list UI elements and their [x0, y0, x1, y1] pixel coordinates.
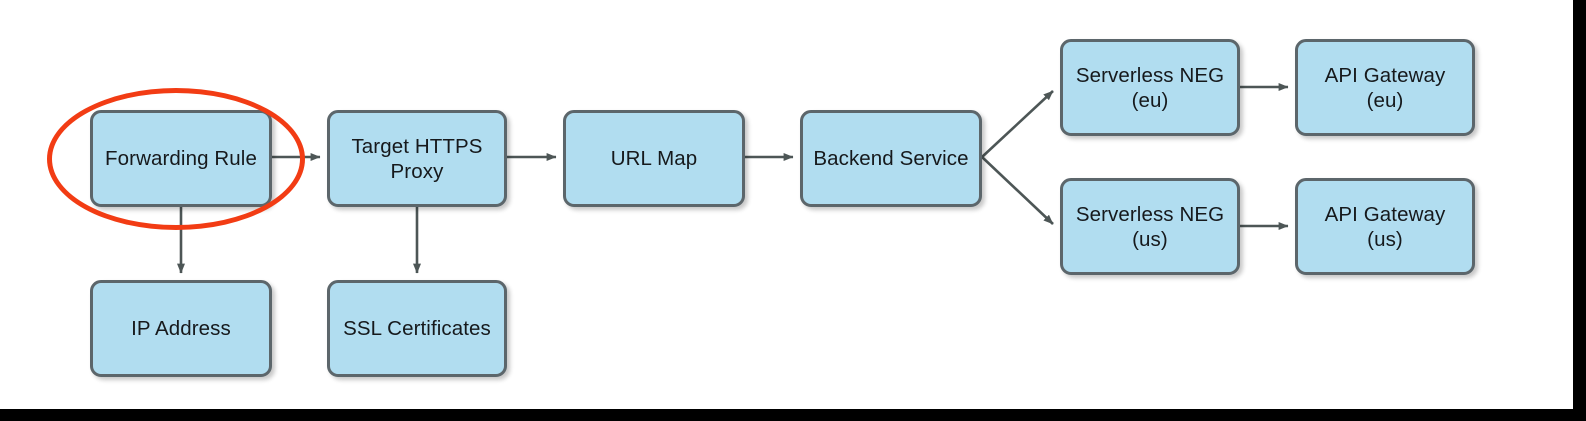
node-target-https-proxy[interactable]: Target HTTPS Proxy: [327, 110, 507, 207]
node-ssl-certificates[interactable]: SSL Certificates: [327, 280, 507, 377]
node-url-map[interactable]: URL Map: [563, 110, 745, 207]
frame-border-bottom: [0, 409, 1586, 421]
node-api-gateway-eu[interactable]: API Gateway (eu): [1295, 39, 1475, 136]
node-backend-service[interactable]: Backend Service: [800, 110, 982, 207]
node-api-gateway-us[interactable]: API Gateway (us): [1295, 178, 1475, 275]
frame-border-right: [1573, 0, 1586, 421]
node-ip-address[interactable]: IP Address: [90, 280, 272, 377]
node-forwarding-rule[interactable]: Forwarding Rule: [90, 110, 272, 207]
edge-backend-service-to-serverless-neg-us: [981, 156, 1054, 225]
node-serverless-neg-us[interactable]: Serverless NEG (us): [1060, 178, 1240, 275]
edge-backend-service-to-serverless-neg-eu: [981, 90, 1054, 158]
node-serverless-neg-eu[interactable]: Serverless NEG (eu): [1060, 39, 1240, 136]
